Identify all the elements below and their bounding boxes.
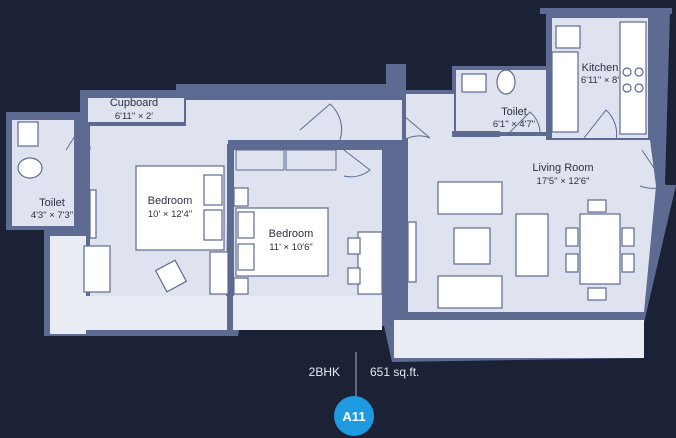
mirror-1 <box>89 189 97 239</box>
pillow-1b <box>203 209 223 241</box>
dining-chair-1 <box>587 199 607 213</box>
living-room-label: Living Room <box>532 162 593 174</box>
dining-chair-3 <box>565 227 579 247</box>
dining-chair-4 <box>565 253 579 273</box>
dining-chair-5 <box>621 227 635 247</box>
hob-burner-3 <box>622 83 632 93</box>
bedroom-1-label: Bedroom <box>148 195 193 207</box>
sofa-bottom <box>437 275 503 309</box>
entry-floor <box>406 94 454 138</box>
side-table-2a <box>233 187 249 207</box>
unit-badge <box>334 396 374 436</box>
basin-left <box>17 121 39 147</box>
door-bedroom-1 <box>299 103 343 141</box>
toilet-left-label: Toilet <box>39 197 65 209</box>
door-toilet-right <box>507 111 541 137</box>
toilet-left-dims: 4'3" × 7'3" <box>31 210 73 221</box>
balcony-left-top <box>50 236 86 334</box>
tv-unit <box>407 221 417 283</box>
hob-counter <box>619 21 647 135</box>
kitchen-dims: 6'11" × 8' <box>581 75 619 86</box>
cupboard-label: Cupboard <box>110 97 158 109</box>
wc-left <box>17 157 43 179</box>
wardrobe-bedroom-2 <box>235 149 337 171</box>
bedroom-2-dims: 11' × 10'6" <box>269 242 313 253</box>
room-labels: Cupboard 6'11" × 2' Toilet 4'3" × 7'3" B… <box>31 62 619 253</box>
armchair <box>515 213 549 277</box>
balcony-right <box>394 320 644 358</box>
pillow-2a <box>237 211 255 239</box>
side-table-2b <box>233 277 249 295</box>
counter-kitchen <box>551 51 579 133</box>
door-balcony <box>639 149 667 189</box>
sink-kitchen <box>555 25 581 49</box>
bedroom-2-label: Bedroom <box>269 228 314 240</box>
basin-right <box>461 73 487 93</box>
chair-2b <box>347 267 361 285</box>
door-kitchen <box>583 109 618 141</box>
unit-badge-label: A11 <box>342 409 365 424</box>
pillow-1a <box>203 174 223 206</box>
coffee-table <box>453 227 491 265</box>
side-table-1 <box>209 251 229 295</box>
living-room-dims: 17'5" × 12'6" <box>537 176 590 187</box>
door-entry <box>403 115 431 141</box>
doors <box>65 103 667 189</box>
chair-2a <box>347 237 361 255</box>
door-bedroom-2 <box>343 149 371 178</box>
cupboard-floor <box>88 98 184 122</box>
desk-1 <box>83 245 111 293</box>
unit-info: 2BHK 651 sq.ft. A11 <box>309 352 419 436</box>
cupboard-dims: 6'11" × 2' <box>115 111 153 122</box>
sofa-top <box>437 181 503 215</box>
hob-burner-1 <box>622 67 632 77</box>
dining-chair-2 <box>587 287 607 301</box>
corridor-floor <box>186 100 402 140</box>
wc-right <box>496 69 516 95</box>
toilet-right-dims: 6'1" × 4'7" <box>493 119 535 130</box>
chair-1 <box>154 259 188 293</box>
partitions <box>227 14 552 330</box>
hob-burner-4 <box>634 83 644 93</box>
balconies <box>50 236 644 358</box>
pillow-2b <box>237 243 255 271</box>
dining-chair-6 <box>621 253 635 273</box>
unit-type: 2BHK <box>309 365 340 379</box>
furniture <box>17 21 647 309</box>
kitchen-label: Kitchen <box>582 62 619 74</box>
desk-2 <box>357 231 383 295</box>
hob-burner-2 <box>634 67 644 77</box>
wardrobe-a <box>235 149 285 171</box>
toilet-right-label: Toilet <box>501 106 527 118</box>
wardrobe-b <box>285 149 337 171</box>
unit-area: 651 sq.ft. <box>370 365 419 379</box>
top-frame <box>540 8 672 14</box>
dining-table <box>579 213 621 285</box>
door-toilet-left <box>65 127 91 151</box>
bedroom-1-dims: 10' × 12'4" <box>148 209 192 220</box>
